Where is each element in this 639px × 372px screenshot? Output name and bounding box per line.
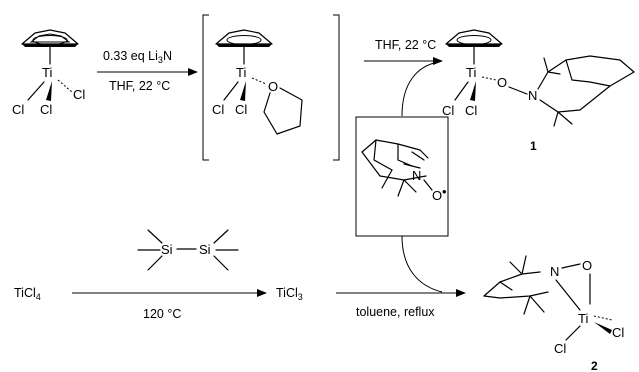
ticl4-reagent: TiCl4 xyxy=(14,286,41,302)
ticl3-intermediate: TiCl3 xyxy=(276,286,303,302)
step2-conditions: THF, 22 °C xyxy=(375,38,436,52)
chlorine-atom: Cl xyxy=(73,87,85,102)
oxygen-atom: O xyxy=(268,79,278,94)
chlorine-atom: Cl xyxy=(442,103,454,118)
titanium-atom: Ti xyxy=(466,65,476,80)
reaction-arrow-step1: 0.33 eq Li3N THF, 22 °C xyxy=(97,49,198,93)
cp-ticl3-structure: Ti Cl Cl Cl xyxy=(12,29,85,117)
thf-adduct-intermediate: Ti Cl Cl O xyxy=(202,14,340,161)
curved-arrow-up xyxy=(401,61,439,117)
product-2-structure: N O Ti Cl Cl 2 xyxy=(483,255,624,372)
nitrogen-atom: N xyxy=(550,264,559,279)
tempo-structure xyxy=(361,139,429,197)
oxygen-atom: O xyxy=(582,258,592,273)
step1-conditions: THF, 22 °C xyxy=(109,79,170,93)
titanium-atom: Ti xyxy=(42,65,52,80)
ticl4-label: TiCl4 xyxy=(14,286,41,302)
thf-ring xyxy=(263,87,303,135)
cyclopentadienyl-ring xyxy=(445,29,503,47)
chlorine-atom: Cl xyxy=(235,102,247,117)
chlorine-atom: Cl xyxy=(212,102,224,117)
product-1-label: 1 xyxy=(530,139,537,153)
nitrogen-atom: N xyxy=(528,88,537,103)
nitrogen-atom: N xyxy=(412,168,421,183)
tmp-ring xyxy=(483,255,549,315)
cyclopentadienyl-ring xyxy=(21,29,79,47)
silicon-atom: Si xyxy=(199,242,211,257)
curved-arrow-down xyxy=(401,235,443,293)
final-conditions: toluene, reflux xyxy=(356,305,435,319)
reaction-arrow-reduction: 120 °C xyxy=(72,289,267,321)
oxygen-atom: O xyxy=(432,188,442,203)
radical-dot: • xyxy=(442,184,447,199)
reaction-arrow-step2: THF, 22 °C xyxy=(364,38,443,117)
chlorine-atom: Cl xyxy=(465,103,477,118)
product-1-structure: Ti Cl Cl O N 1 xyxy=(442,29,635,153)
cyclopentadienyl-ring xyxy=(215,29,273,47)
chlorine-atom: Cl xyxy=(554,341,566,356)
ticl3-label: TiCl3 xyxy=(276,286,303,302)
oxygen-atom: O xyxy=(497,75,507,90)
silicon-atom: Si xyxy=(161,242,173,257)
reduction-conditions: 120 °C xyxy=(143,307,181,321)
chlorine-atom: Cl xyxy=(612,325,624,340)
hexamethyldisilane-structure: Si Si xyxy=(137,229,239,271)
product-2-label: 2 xyxy=(591,359,598,372)
titanium-atom: Ti xyxy=(236,65,246,80)
chlorine-atom: Cl xyxy=(12,102,24,117)
step1-reagent: 0.33 eq Li3N xyxy=(103,49,172,65)
tempo-ring xyxy=(537,55,635,127)
titanium-atom: Ti xyxy=(578,311,588,326)
chlorine-atom: Cl xyxy=(40,102,52,117)
reaction-arrow-final: toluene, reflux xyxy=(336,235,466,319)
tempo-radical-box: N O • xyxy=(355,116,449,237)
